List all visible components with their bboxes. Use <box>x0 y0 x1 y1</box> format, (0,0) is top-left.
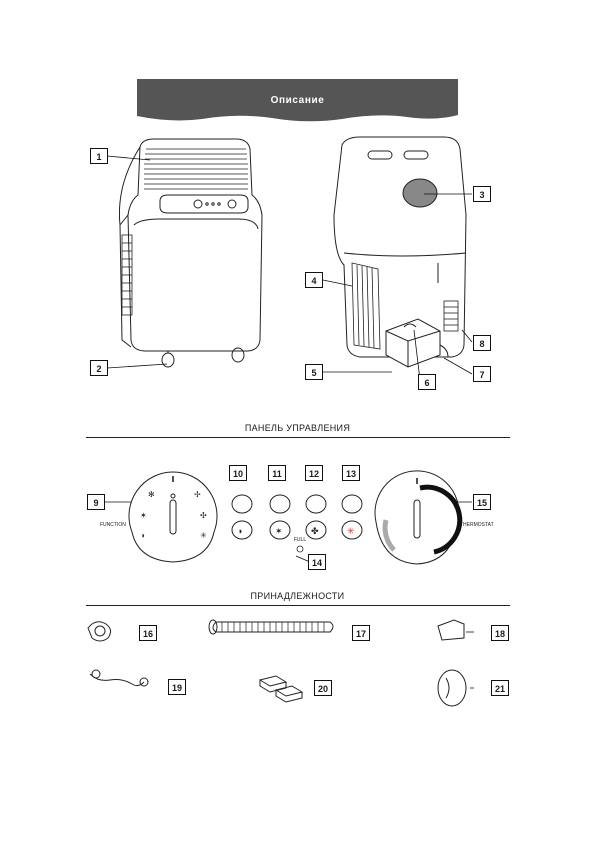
unit-rear-illustration <box>333 136 467 368</box>
section-divider <box>86 437 510 438</box>
part-callout-10: 10 <box>229 465 247 481</box>
part-callout-15: 15 <box>473 494 491 510</box>
part-callout-20: 20 <box>314 680 332 696</box>
full-label: FULL <box>293 537 307 543</box>
part-callout-21: 21 <box>491 680 509 696</box>
svg-text:✳: ✳ <box>200 531 207 540</box>
page-title: Описание <box>270 95 325 106</box>
part-callout-17: 17 <box>352 625 370 641</box>
svg-text:◑: ◑ <box>237 526 242 536</box>
function-label: FUNCTION <box>100 522 126 528</box>
part-callout-14: 14 <box>308 554 326 570</box>
svg-text:✤: ✤ <box>311 526 319 536</box>
banner-background <box>137 79 458 122</box>
part-callout-4: 4 <box>305 272 323 288</box>
part-callout-16: 16 <box>139 625 157 641</box>
part-callout-3: 3 <box>473 186 491 202</box>
svg-text:✶: ✶ <box>275 526 283 536</box>
control-panel-title: ПАНЕЛЬ УПРАВЛЕНИЯ <box>244 423 351 433</box>
svg-text:✢: ✢ <box>194 490 201 499</box>
part-callout-11: 11 <box>268 465 286 481</box>
svg-text:✻: ✻ <box>148 490 155 499</box>
part-callout-12: 12 <box>305 465 323 481</box>
svg-text:✶: ✶ <box>140 511 147 520</box>
accessories-illustration <box>87 619 467 707</box>
part-callout-19: 19 <box>168 679 186 695</box>
svg-text:✳: ✳ <box>347 526 355 536</box>
part-callout-1: 1 <box>90 148 108 164</box>
part-callout-2: 2 <box>90 360 108 376</box>
accessories-title: ПРИНАДЛЕЖНОСТИ <box>250 591 345 601</box>
part-callout-9: 9 <box>87 494 105 510</box>
thermostat-knob <box>374 470 463 565</box>
section-banner: Описание <box>137 79 458 124</box>
svg-text:◑: ◑ <box>140 531 145 540</box>
part-callout-6: 6 <box>418 374 436 390</box>
svg-text:✣: ✣ <box>200 511 207 520</box>
full-indicator-icon <box>296 545 304 553</box>
part-callout-5: 5 <box>305 364 323 380</box>
unit-front-illustration <box>118 138 263 368</box>
thermostat-label: THERMOSTAT <box>460 522 494 528</box>
part-callout-18: 18 <box>491 625 509 641</box>
control-buttons: ◑ ✶ ✤ ✳ <box>231 494 363 540</box>
part-callout-8: 8 <box>473 335 491 351</box>
part-callout-7: 7 <box>473 366 491 382</box>
part-callout-13: 13 <box>342 465 360 481</box>
section-divider <box>86 605 510 606</box>
function-knob: ✻ ✶ ◑ ✢ ✣ ✳ <box>128 471 218 563</box>
